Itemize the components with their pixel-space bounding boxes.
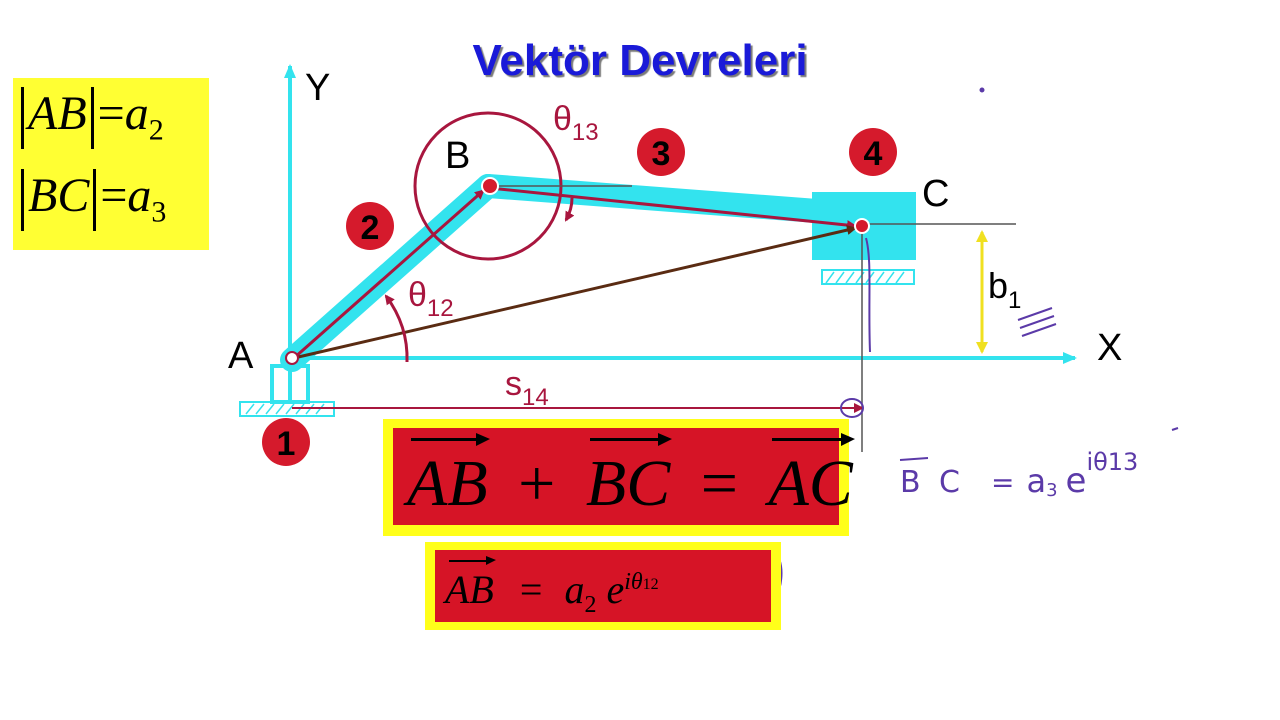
link-3-body: [476, 174, 842, 224]
svg-text:4: 4: [864, 135, 883, 173]
badge-link-1: 1: [262, 418, 310, 466]
length-ab-sub: 2: [148, 113, 164, 147]
length-bc-link: BC: [28, 169, 90, 222]
label-point-a: A: [228, 335, 254, 377]
slide-title: Vektör Devreleri: [472, 36, 808, 85]
exp-base: e: [606, 567, 625, 612]
slider-ground: [821, 269, 915, 285]
vector-bc-term: BC: [586, 433, 673, 522]
label-theta12: θ12: [408, 276, 454, 322]
link-length-box: AB=a2 BC=a3: [13, 78, 209, 250]
label-point-c: C: [922, 173, 949, 215]
plus-sign: +: [518, 447, 556, 520]
length-bc-equals: =: [100, 169, 128, 222]
loop-equation-box: AB + BC = AC: [383, 419, 856, 536]
theta13-arc: [564, 197, 575, 222]
label-theta13: θ13: [553, 100, 599, 146]
svg-text:2: 2: [361, 209, 380, 247]
length-ab-link: AB: [28, 87, 87, 140]
vector-ab-term: AB: [407, 433, 490, 522]
label-s14: s14: [505, 365, 549, 411]
badge-link-3: 3: [637, 128, 685, 176]
joint-b: [481, 177, 499, 195]
vector-bc: [489, 186, 857, 231]
svg-text:3: 3: [652, 135, 671, 173]
label-point-b: B: [445, 135, 470, 177]
length-bc-sub: 3: [151, 195, 167, 229]
ab-lhs: AB: [445, 556, 496, 613]
equals-sign: =: [700, 447, 738, 520]
coef-sub: 2: [584, 592, 597, 618]
svg-text:1: 1: [277, 425, 296, 463]
coef-a: a: [564, 567, 585, 612]
vector-ab: [293, 188, 485, 360]
exponent: iθ12: [624, 568, 659, 595]
label-x-axis: X: [1097, 327, 1122, 369]
joint-c: [854, 218, 870, 234]
label-y-axis: Y: [305, 67, 330, 109]
length-ab-row: AB=a2: [17, 86, 164, 149]
length-ab-symbol: a: [124, 87, 149, 140]
label-b1: b1: [988, 265, 1021, 314]
vector-ac-term: AC: [768, 433, 856, 522]
length-bc-row: BC=a3: [17, 168, 166, 231]
vector-ac: [293, 225, 857, 360]
loop-equation: AB + BC = AC: [407, 433, 856, 522]
joint-a: [285, 351, 299, 365]
length-bc-symbol: a: [127, 169, 152, 222]
length-ab-equals: =: [97, 87, 125, 140]
badge-link-2: 2: [346, 202, 394, 250]
theta12-arc: [384, 294, 409, 363]
badge-link-4: 4: [849, 128, 897, 176]
